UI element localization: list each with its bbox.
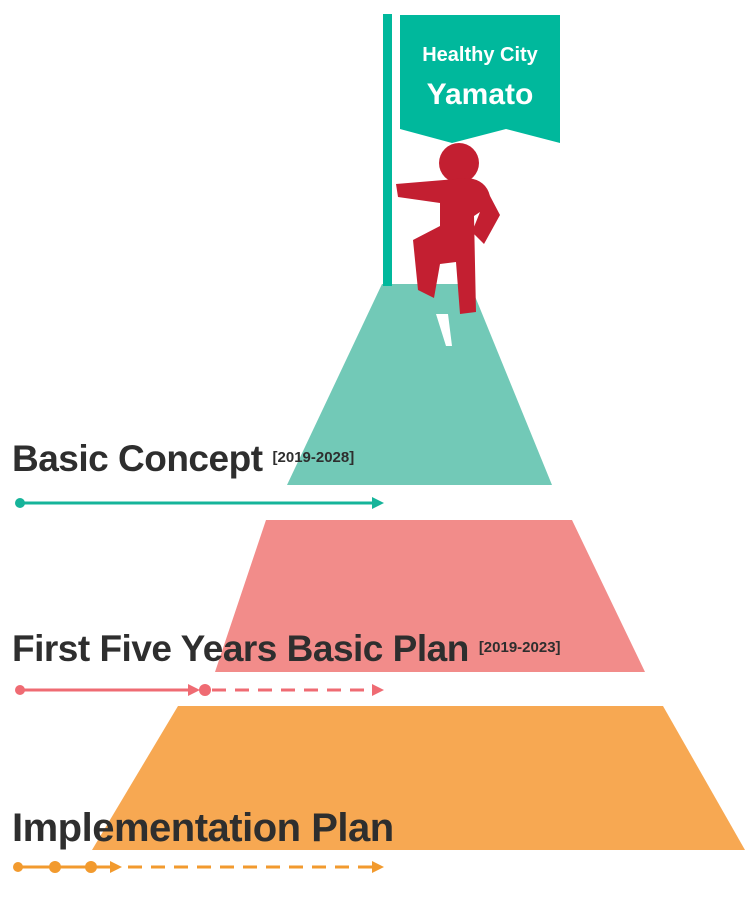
climber-figure [396, 143, 500, 314]
tier-title: Implementation Plan [12, 806, 394, 850]
flag-line-2: Yamato [426, 78, 534, 111]
arrow-first-five-years [15, 684, 384, 696]
tier-basic-concept-shape [287, 284, 552, 485]
tier-period: [2019-2023] [478, 638, 561, 656]
tier-label-first-five-years: First Five Years Basic Plan [2019-2023] [12, 628, 561, 670]
tier-period: [2019-2028] [272, 448, 355, 466]
flag-line-1: Healthy City [422, 44, 538, 66]
tier-label-basic-concept: Basic Concept [2019-2028] [12, 438, 354, 480]
tier-title: Basic Concept [12, 438, 263, 479]
arrow-implementation [13, 861, 384, 873]
tier-title: First Five Years Basic Plan [12, 628, 469, 669]
tier-label-implementation: Implementation Plan [12, 806, 394, 851]
flag-banner [400, 15, 560, 143]
tier-first-five-years-shape [215, 520, 645, 672]
mountain-notch [436, 314, 452, 346]
flag-pole [383, 14, 392, 286]
tier-implementation-shape [92, 706, 745, 850]
arrow-basic-concept [15, 497, 384, 509]
